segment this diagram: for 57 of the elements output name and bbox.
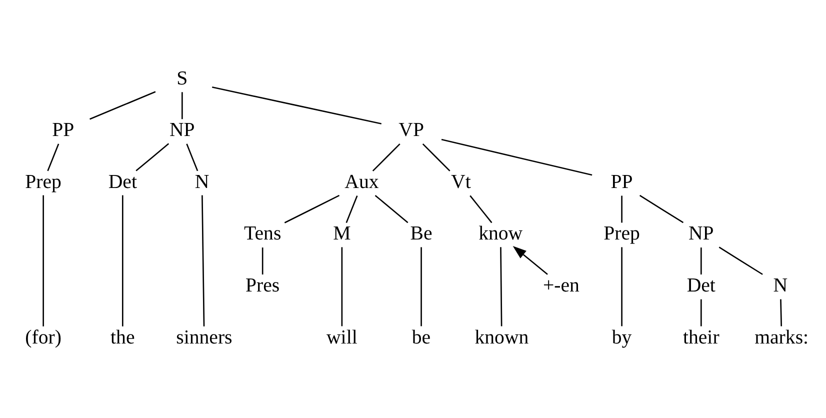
- connector: [341, 247, 343, 326]
- connector: [639, 194, 684, 224]
- node-text: sinners: [176, 326, 232, 348]
- node-text: their: [682, 326, 720, 348]
- node-text: M: [333, 222, 351, 245]
- node-text: be: [412, 326, 431, 348]
- node-text: NP: [688, 222, 714, 245]
- node-text: VP: [398, 119, 424, 142]
- connector: [470, 195, 492, 224]
- connector: [422, 143, 450, 172]
- connector: [346, 195, 358, 223]
- connector: [420, 247, 422, 326]
- node-text: Aux: [344, 170, 379, 193]
- connector: [42, 195, 44, 326]
- node-text: the: [110, 326, 135, 348]
- connector: [700, 299, 702, 326]
- connector: [700, 248, 702, 274]
- connector: [212, 86, 382, 124]
- connector: [262, 248, 264, 274]
- connector: [780, 299, 782, 326]
- node-text: marks:: [754, 326, 809, 348]
- node-text: will: [326, 326, 358, 348]
- connector: [374, 194, 408, 224]
- connector: [90, 91, 156, 120]
- connector: [372, 143, 400, 172]
- node-text: Pres: [246, 274, 280, 297]
- connector: [182, 92, 183, 120]
- connector: [621, 196, 622, 223]
- node-text: Be: [410, 222, 432, 245]
- connector: [284, 194, 340, 224]
- connector: [718, 246, 763, 275]
- node-text: Prep: [25, 170, 62, 193]
- connector: [47, 144, 60, 172]
- connector: [621, 247, 622, 326]
- arrow: [512, 246, 548, 275]
- node-text: S: [176, 67, 188, 90]
- node-text: +-en: [542, 274, 580, 297]
- connector: [441, 138, 592, 176]
- node-text: PP: [610, 170, 633, 193]
- node-text: Tens: [244, 222, 282, 245]
- connector: [136, 143, 170, 172]
- node-text: Det: [686, 274, 716, 297]
- node-text: N: [194, 170, 210, 193]
- connector: [186, 144, 198, 172]
- node-text: Vt: [451, 170, 471, 193]
- node-text: NP: [169, 119, 195, 142]
- node-text: Det: [108, 170, 137, 193]
- node-text: by: [612, 326, 632, 348]
- node-text: known: [474, 326, 529, 348]
- node-text: PP: [52, 119, 74, 142]
- node-text: know: [478, 222, 523, 245]
- connector: [500, 247, 502, 326]
- connector: [122, 195, 124, 326]
- node-text: Prep: [604, 222, 640, 245]
- node-text: (for): [25, 326, 62, 348]
- node-text: N: [773, 274, 788, 297]
- connector: [202, 195, 205, 326]
